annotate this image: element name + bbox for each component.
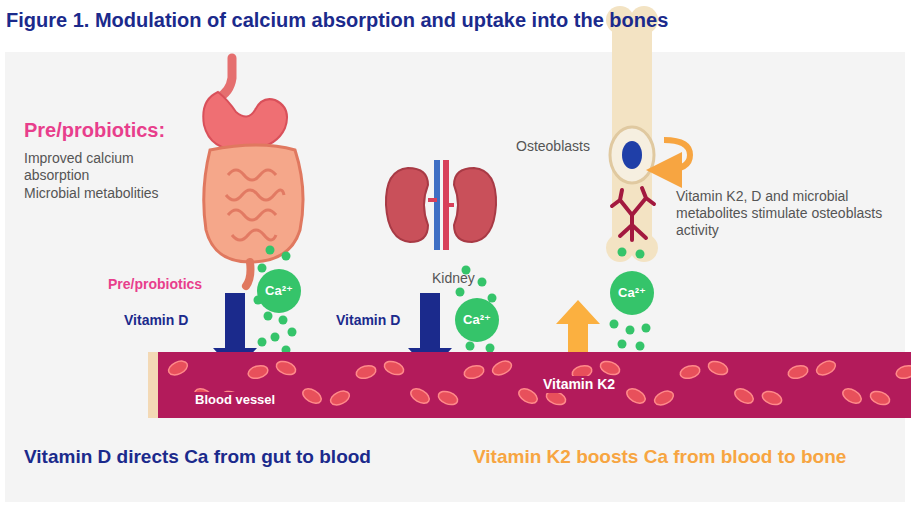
calcium-dot: [282, 252, 291, 261]
blood-cell: [355, 364, 377, 381]
ion-label: Ca²⁺: [265, 283, 293, 299]
dendrite: [612, 188, 654, 240]
blood-cell: [247, 364, 269, 381]
calcium-circle: Ca²⁺: [455, 298, 499, 342]
blood-cell: [840, 386, 863, 406]
annotation: Vitamin D: [336, 312, 400, 329]
annotation: Osteoblasts: [516, 138, 590, 155]
vitamin-label: Vitamin K2: [540, 376, 618, 393]
summary-caption: Vitamin D directs Ca from gut to blood: [24, 446, 371, 469]
annotation: Vitamin K2, D and microbial metabolites …: [676, 188, 898, 238]
vessel-end-cap: [148, 352, 158, 418]
section-heading: Pre/probiotics:: [24, 118, 165, 142]
calcium-dots: [254, 246, 651, 367]
annotation: Kidney: [432, 270, 475, 287]
vessel-label: Blood vessel: [192, 392, 278, 408]
circular-arrow: [664, 140, 690, 170]
blood-cell: [732, 386, 755, 406]
blood-cell: [166, 358, 189, 377]
cell-nucleus: [622, 141, 642, 169]
blood-cell: [624, 386, 647, 406]
osteoblast-cell: [610, 127, 654, 183]
calcium-dot: [636, 250, 645, 259]
blood-cell: [328, 388, 351, 407]
blood-cell: [652, 388, 675, 407]
gut-illustration: [203, 58, 303, 286]
figure-title: Figure 1. Modulation of calcium absorpti…: [6, 8, 668, 32]
calcium-dot: [610, 320, 619, 329]
blood-cell: [761, 389, 784, 407]
calcium-dot: [279, 316, 288, 325]
calcium-dot: [258, 264, 267, 273]
calcium-dot: [478, 278, 487, 287]
annotation: Pre/probiotics: [108, 276, 202, 293]
annotation: Vitamin D: [124, 312, 188, 329]
blood-cell: [869, 389, 892, 407]
calcium-dot: [626, 326, 635, 335]
annotation: Microbial metabolities: [24, 185, 159, 202]
calcium-dot: [466, 342, 475, 351]
blood-cell: [599, 359, 622, 377]
kidney-illustration: [386, 160, 496, 250]
blood-cell: [707, 359, 730, 377]
calcium-dot: [266, 246, 275, 255]
blood-cell: [463, 364, 485, 381]
blood-cell: [408, 386, 431, 406]
calcium-circle: Ca²⁺: [257, 269, 301, 313]
blood-cell: [516, 386, 539, 406]
calcium-dot: [258, 338, 267, 347]
calcium-dot: [456, 288, 465, 297]
calcium-dot: [636, 342, 645, 351]
summary-caption: Vitamin K2 boosts Ca from blood to bone: [473, 446, 846, 469]
blood-cell: [787, 364, 809, 381]
blood-cell: [490, 358, 513, 377]
blood-cell: [437, 389, 460, 407]
calcium-circle: Ca²⁺: [610, 271, 654, 315]
calcium-dot: [642, 324, 651, 333]
background-panel: [5, 52, 905, 502]
ion-label: Ca²⁺: [618, 285, 646, 301]
blood-cell: [383, 359, 406, 377]
blood-cell: [895, 364, 911, 381]
annotation: Improved calcium absorption: [24, 150, 174, 184]
blood-cell: [679, 364, 701, 381]
calcium-dot: [618, 340, 627, 349]
blood-cells: [148, 352, 911, 418]
blood-cell: [814, 358, 837, 377]
calcium-dot: [288, 328, 297, 337]
blood-cell: [275, 359, 298, 377]
blood-cell: [300, 386, 323, 406]
ion-label: Ca²⁺: [463, 312, 491, 328]
calcium-dot: [264, 312, 273, 321]
blood-vessel-band: Blood vessel Vitamin K2: [148, 352, 911, 418]
calcium-dot: [618, 248, 627, 257]
calcium-dot: [271, 333, 280, 342]
